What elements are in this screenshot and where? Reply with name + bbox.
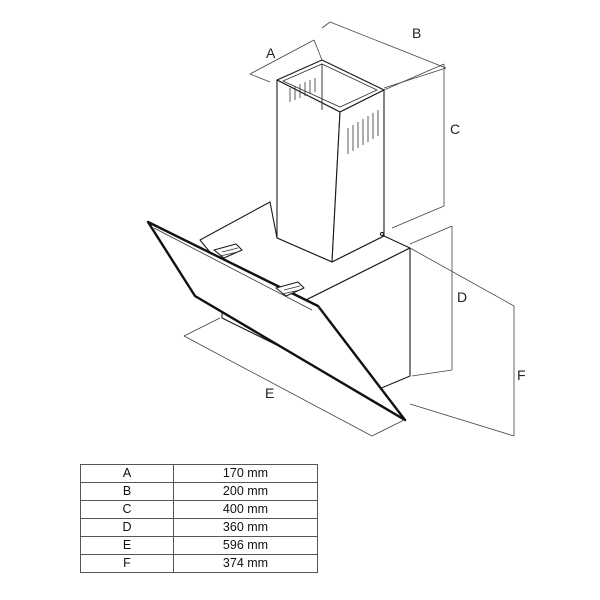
dimension-key: D — [80, 518, 174, 537]
dimension-label-d: D — [457, 289, 467, 305]
dimension-value: 400 mm — [173, 500, 318, 519]
dimension-value: 374 mm — [173, 554, 318, 573]
hinge-left — [213, 243, 243, 259]
dimension-key: B — [80, 482, 174, 501]
dimension-label-b: B — [412, 25, 421, 41]
chimney — [276, 59, 385, 263]
cooker-hood-dimension-drawing: A B C D E F — [146, 21, 526, 437]
dimension-value: 360 mm — [173, 518, 318, 537]
table-row: B 200 mm — [80, 482, 318, 501]
glass-front-panel — [146, 220, 407, 422]
table-row: D 360 mm — [80, 518, 318, 537]
dimension-key: A — [80, 464, 174, 483]
dimension-label-e: E — [265, 385, 274, 401]
dimension-key: E — [80, 536, 174, 555]
table-row: A 170 mm — [80, 464, 318, 483]
dimension-b: B — [321, 21, 447, 89]
dimension-value: 596 mm — [173, 536, 318, 555]
hinge-right — [275, 281, 305, 297]
dimension-value: 170 mm — [173, 464, 318, 483]
dimension-key: F — [80, 554, 174, 573]
dimension-label-a: A — [266, 45, 276, 61]
dimension-e: E — [183, 317, 405, 437]
dimension-key: C — [80, 500, 174, 519]
dimension-value: 200 mm — [173, 482, 318, 501]
chimney-top-inner — [282, 63, 378, 108]
table-row: F 374 mm — [80, 554, 318, 573]
dimension-f: F — [409, 247, 526, 437]
dimensions-table: A 170 mm B 200 mm C 400 mm D 360 mm E 59… — [80, 464, 318, 573]
dimension-a: A — [249, 39, 323, 83]
chimney-side-face — [331, 89, 385, 263]
dimension-label-c: C — [450, 121, 460, 137]
table-row: C 400 mm — [80, 500, 318, 519]
table-row: E 596 mm — [80, 536, 318, 555]
dimension-c: C — [383, 63, 460, 229]
vent-slots-side — [347, 110, 379, 154]
dimension-label-f: F — [517, 367, 526, 383]
vent-slots-back — [289, 78, 316, 102]
chimney-front-face — [276, 79, 341, 263]
dimension-d: D — [409, 225, 467, 377]
